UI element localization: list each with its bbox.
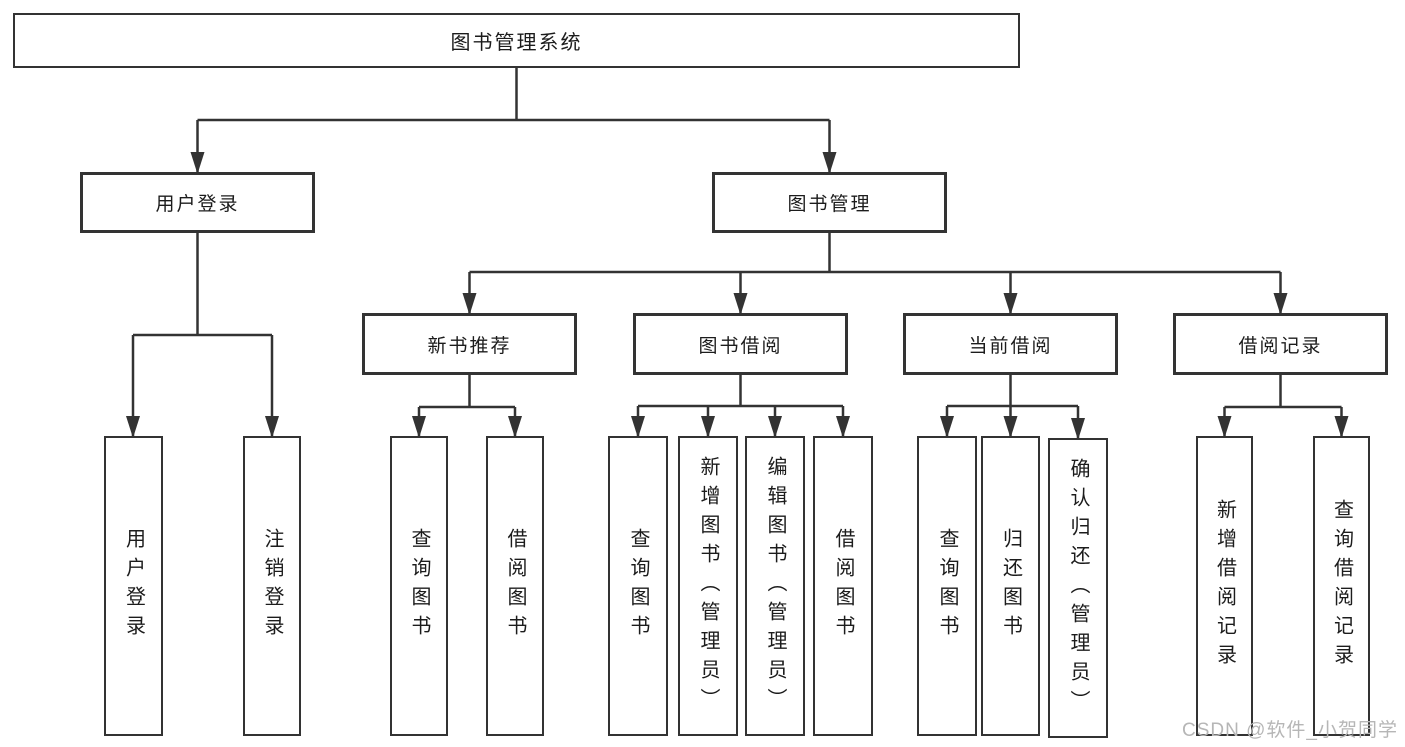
leaf-query-borrow-record-label: 查询借阅记录 [1330,499,1353,673]
leaf-add-book-admin: 新增图书（管理员） [678,436,738,736]
leaf-borrowing-borrow-book: 借阅图书 [813,436,873,736]
leaf-recommend-query-book: 查询图书 [390,436,448,736]
leaf-current-query-book: 查询图书 [917,436,977,736]
leaf-return-book: 归还图书 [981,436,1040,736]
leaf-recommend-query-book-label: 查询图书 [408,528,430,644]
leaf-current-query-book-label: 查询图书 [936,528,958,644]
node-book-borrowing: 图书借阅 [633,313,848,375]
leaf-add-borrow-record-label: 新增借阅记录 [1213,499,1236,673]
leaf-user-login-label: 用户登录 [122,528,145,644]
leaf-logout-label: 注销登录 [261,528,283,644]
leaf-logout: 注销登录 [243,436,301,736]
node-current-borrowing: 当前借阅 [903,313,1118,375]
leaf-borrowing-query-book: 查询图书 [608,436,668,736]
leaf-query-borrow-record: 查询借阅记录 [1313,436,1370,736]
node-book-borrowing-label: 图书借阅 [698,335,783,357]
node-current-borrowing-label: 当前借阅 [968,335,1053,357]
leaf-add-book-admin-label: 新增图书（管理员） [697,455,719,717]
node-book-management: 图书管理 [712,172,947,233]
node-root-label: 图书管理系统 [450,32,583,54]
leaf-borrowing-borrow-book-label: 借阅图书 [832,528,854,644]
leaf-return-book-label: 归还图书 [999,528,1022,644]
leaf-confirm-return-admin: 确认归还（管理员） [1048,438,1108,738]
leaf-recommend-borrow-book-label: 借阅图书 [504,528,526,644]
node-book-management-label: 图书管理 [787,194,872,215]
leaf-recommend-borrow-book: 借阅图书 [486,436,544,736]
leaf-borrowing-query-book-label: 查询图书 [627,528,649,644]
node-borrowing-records: 借阅记录 [1173,313,1388,375]
node-user-login-label: 用户登录 [155,194,240,215]
node-new-book-recommend: 新书推荐 [362,313,577,375]
leaf-confirm-return-admin-label: 确认归还（管理员） [1067,457,1089,719]
leaf-edit-book-admin-label: 编辑图书（管理员） [764,455,786,717]
node-new-book-recommend-label: 新书推荐 [427,335,512,357]
node-root: 图书管理系统 [13,13,1020,68]
leaf-user-login: 用户登录 [104,436,163,736]
leaf-edit-book-admin: 编辑图书（管理员） [745,436,805,736]
leaf-add-borrow-record: 新增借阅记录 [1196,436,1253,736]
node-user-login: 用户登录 [80,172,315,233]
node-borrowing-records-label: 借阅记录 [1238,335,1323,357]
watermark: CSDN @软件_小贺同学 [1182,720,1398,741]
